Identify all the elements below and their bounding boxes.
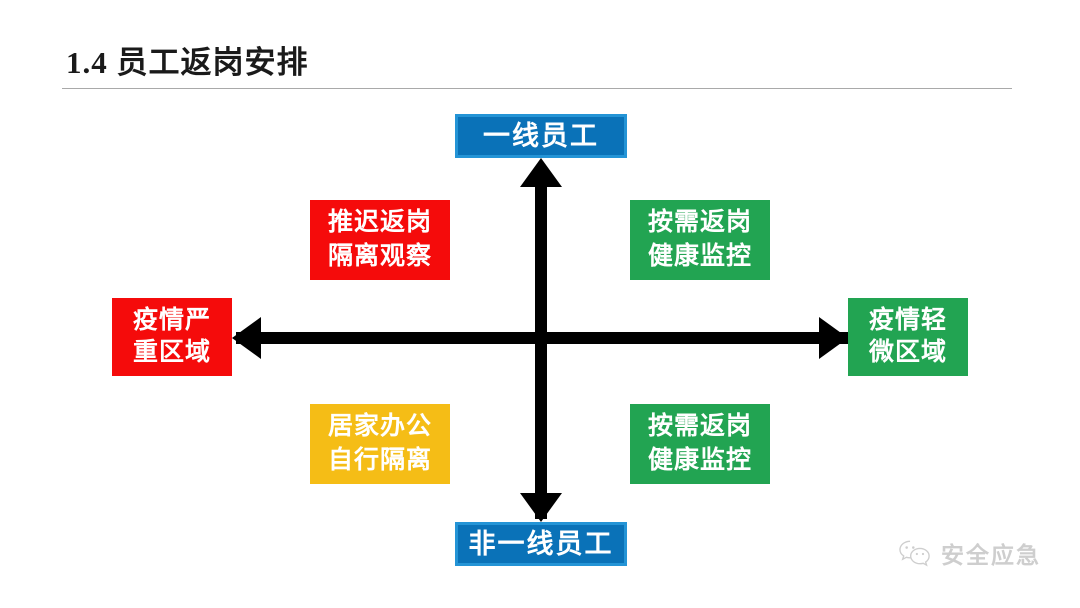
- quadrant-box-bottom-right-line-2: 健康监控: [647, 447, 752, 474]
- title-divider: [62, 88, 1012, 89]
- axis-label-severe-epidemic-area: 疫情严 重区域: [112, 298, 232, 376]
- quadrant-box-bottom-right-line-1: 按需返岗: [647, 413, 752, 440]
- watermark-text: 安全应急: [941, 543, 1041, 568]
- quadrant-box-bottom-left-line-1: 居家办公: [327, 413, 432, 440]
- quadrant-box-top-left-line-1: 推迟返岗: [327, 209, 432, 236]
- axis-label-mild-epidemic-area: 疫情轻 微区域: [848, 298, 968, 376]
- axis-label-mild-epidemic-area-line-1: 疫情轻: [868, 307, 947, 334]
- wechat-logo-icon: [898, 538, 932, 568]
- arrow-down-icon: [520, 493, 562, 522]
- arrow-left-icon: [232, 317, 261, 359]
- axis-label-severe-epidemic-area-line-1: 疫情严: [132, 307, 211, 334]
- page-title: 1.4 员工返岗安排: [66, 45, 309, 80]
- axis-label-severe-epidemic-area-line-2: 重区域: [132, 339, 211, 366]
- quadrant-box-top-right: 按需返岗 健康监控: [630, 200, 770, 280]
- quadrant-box-top-left-line-2: 隔离观察: [327, 243, 432, 270]
- axis-label-frontline-staff: 一线员工: [455, 114, 627, 158]
- quadrant-box-bottom-left-line-2: 自行隔离: [327, 447, 432, 474]
- horizontal-axis-line: [236, 332, 848, 344]
- arrow-up-icon: [520, 158, 562, 187]
- axis-label-non-frontline-staff-text: 非一线员工: [468, 529, 614, 559]
- quadrant-box-top-left: 推迟返岗 隔离观察: [310, 200, 450, 280]
- quadrant-matrix-diagram: 一线员工 非一线员工 疫情严 重区域 疫情轻 微区域 推迟返岗 隔离观察 按需返…: [0, 96, 1080, 608]
- quadrant-box-bottom-right: 按需返岗 健康监控: [630, 404, 770, 484]
- vertical-axis-line: [535, 171, 547, 519]
- axis-label-non-frontline-staff: 非一线员工: [455, 522, 627, 566]
- quadrant-box-top-right-line-2: 健康监控: [647, 243, 752, 270]
- axis-label-frontline-staff-text: 一线员工: [483, 121, 599, 151]
- quadrant-box-bottom-left: 居家办公 自行隔离: [310, 404, 450, 484]
- watermark: 安全应急: [898, 536, 1041, 570]
- arrow-right-icon: [819, 317, 848, 359]
- quadrant-box-top-right-line-1: 按需返岗: [647, 209, 752, 236]
- axis-label-mild-epidemic-area-line-2: 微区域: [868, 339, 947, 366]
